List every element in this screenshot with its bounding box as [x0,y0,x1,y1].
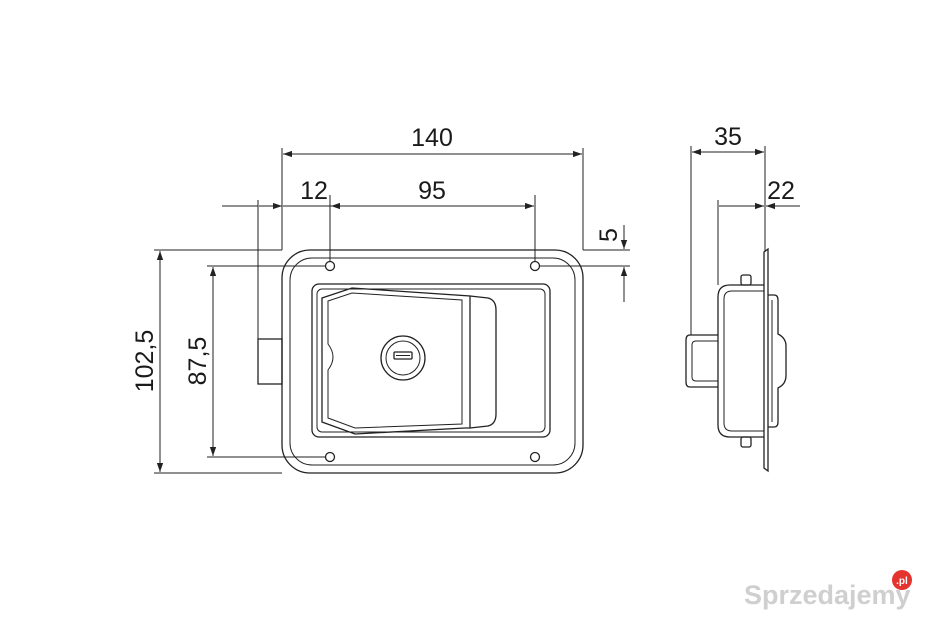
side-latch-bracket [685,334,718,388]
dim-label-total-depth: 35 [714,123,742,151]
dim-label-hole-vertical-spacing: 87,5 [184,337,212,386]
recess-pan-inner [316,288,546,433]
side-flange-plate [763,247,769,473]
paddle-handle [321,287,471,435]
front-dimensions: 140 12 95 5 102,5 87,5 [131,124,630,474]
flange-inner-outline [289,257,576,466]
dim-label-overall-width: 140 [411,124,453,152]
paddle-lip [469,295,497,429]
watermark-logo: Sprzedajemy .pl [744,570,912,610]
side-top-pin [740,274,752,286]
dim-label-hole-spacing: 95 [418,177,446,205]
dim-label-overall-height: 102,5 [131,330,159,393]
watermark-badge-icon [892,570,912,590]
side-dimensions: 35 22 [690,123,800,335]
side-view [685,247,787,473]
latch-bolt [257,338,283,385]
dim-label-side-offset: 12 [300,177,328,205]
front-view [257,249,584,474]
side-lock-cylinder [768,294,787,428]
side-bottom-pin [740,436,752,448]
mounting-hole-top-right [529,260,541,272]
dim-label-body-depth: 22 [767,177,795,205]
recess-pan-outline [311,283,551,438]
mounting-hole-bottom-left [324,451,336,463]
keyway-slot [393,351,413,360]
dim-label-hole-inset: 5 [595,228,623,242]
lock-cylinder-outer [380,335,426,381]
watermark-text: Sprzedajemy [744,580,911,610]
side-body [717,284,764,438]
mounting-hole-top-left [324,260,336,272]
watermark-badge-text: .pl [896,576,908,587]
lock-cylinder-inner [385,340,421,376]
mounting-hole-bottom-right [529,451,541,463]
paddle-handle-inner [327,292,463,429]
